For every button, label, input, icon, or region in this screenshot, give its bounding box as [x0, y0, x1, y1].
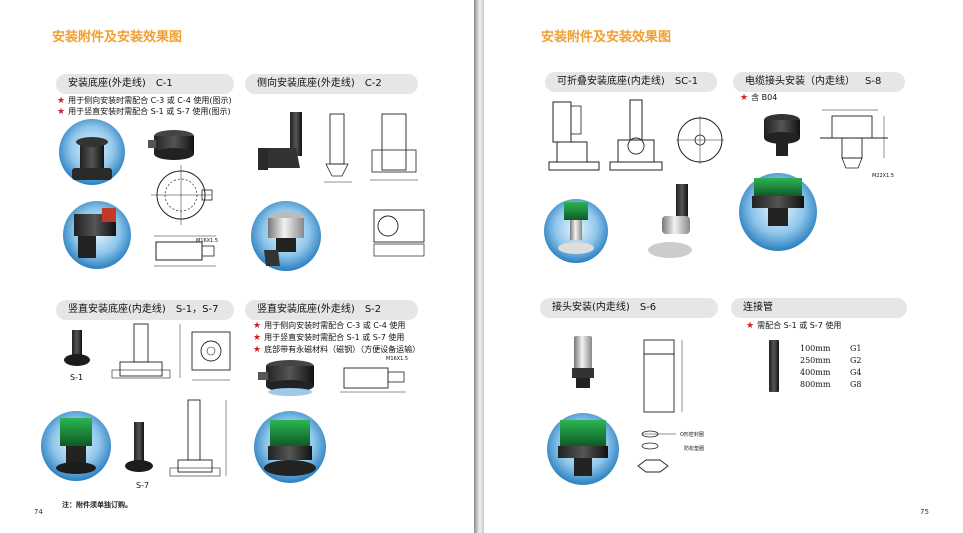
star-icon: ★	[253, 333, 262, 343]
section-code: S-8	[865, 76, 882, 87]
section-code: C-1	[155, 78, 173, 89]
note-s2-3: ★底部带有永磁材料（磁钢）（方便设备运输）	[253, 345, 421, 355]
star-icon: ★	[253, 345, 262, 355]
drawing-sc1-front	[609, 99, 663, 171]
label-s7: S-7	[136, 481, 150, 490]
section-title: 竖直安装底座(内走线)	[68, 304, 166, 315]
label-o-ring: O形密封圈	[680, 432, 704, 438]
section-title: 安装底座(外走线)	[68, 78, 146, 89]
section-header-tube: 连接管	[731, 298, 907, 318]
section-title: 接头安装(内走线)	[552, 302, 630, 313]
section-title: 竖直安装底座(外走线)	[257, 304, 355, 315]
star-icon: ★	[253, 321, 262, 331]
label-s1: S-1	[70, 373, 84, 382]
section-header-s8: 电缆接头安装（内走线） S-8	[733, 72, 905, 92]
dim-label: M22X1.5	[872, 173, 895, 179]
product-photo-s1-mounted	[41, 411, 111, 481]
section-title: 电缆接头安装（内走线）	[745, 76, 855, 87]
drawing-s6	[643, 339, 683, 413]
drawing-s6-seals	[637, 430, 676, 473]
section-code: SC-1	[674, 76, 699, 87]
drawing-s1	[111, 323, 181, 379]
section-code: S-2	[364, 304, 382, 315]
product-photo-s2	[258, 360, 314, 396]
star-icon: ★	[746, 321, 755, 331]
section-title: 连接管	[743, 302, 773, 313]
page-title: 安装附件及安装效果图	[541, 30, 672, 45]
product-photo-c2-bracket	[258, 112, 302, 170]
drawing-s1-plan	[191, 331, 231, 381]
drawing-c2-plan	[373, 209, 425, 257]
drawing-s2	[340, 367, 406, 393]
section-header-c1: 安装底座(外走线) C-1	[56, 74, 234, 94]
section-code: C-2	[364, 78, 382, 89]
star-icon: ★	[740, 93, 749, 103]
section-header-s2: 竖直安装底座(外走线) S-2	[245, 300, 418, 320]
left-page: 安装附件及安装效果图 安装底座(外走线) C-1 ★用于侧向安装时需配合 C-3 …	[0, 0, 474, 533]
note-s8: ★含 B04	[740, 93, 778, 103]
book-gutter	[474, 0, 484, 533]
product-photo-s8	[764, 114, 800, 156]
page-title: 安装附件及安装效果图	[52, 30, 183, 45]
product-photo-c2-mounted	[251, 201, 321, 271]
product-photo-sc1-folded	[648, 184, 692, 258]
page-number: 75	[920, 508, 929, 516]
drawing-sc1-plan	[676, 116, 724, 164]
drawing-c1-plan	[151, 165, 213, 225]
product-photo-s2-mounted	[254, 411, 326, 483]
drawing-c1-side	[154, 235, 216, 267]
note-c1-1: ★用于侧向安装时需配合 C-3 或 C-4 使用(图示)	[57, 96, 232, 106]
product-photo-sc1	[544, 199, 608, 263]
star-icon: ★	[57, 96, 66, 106]
label-lock-washer: 防松垫圈	[684, 446, 705, 452]
section-header-c2: 侧向安装底座(外走线) C-2	[245, 74, 418, 94]
product-photo-c1-base	[148, 130, 194, 160]
drawing-c2-side	[324, 113, 352, 183]
product-photo-c1-side	[63, 201, 131, 269]
section-code: S-6	[639, 302, 657, 313]
dim-label: M16X1.5	[196, 238, 219, 244]
product-photo-s7	[125, 422, 153, 472]
drawing-c2-front	[370, 113, 418, 181]
page-number: 74	[34, 508, 43, 516]
note-s2-1: ★用于侧向安装时需配合 C-3 或 C-4 使用	[253, 321, 406, 331]
section-header-s1-s7: 竖直安装底座(内走线) S-1，S-7	[56, 300, 234, 320]
product-photo-c1-top	[59, 119, 125, 185]
product-photo-s1	[64, 330, 90, 366]
section-header-sc1: 可折叠安装底座(内走线) SC-1	[545, 72, 717, 92]
section-code: S-1，S-7	[175, 304, 219, 315]
product-photo-s6	[572, 336, 594, 388]
star-icon: ★	[57, 107, 66, 117]
note-c1-2: ★用于竖直安装时需配合 S-1 或 S-7 使用(图示)	[57, 107, 231, 117]
section-title: 可折叠安装底座(内走线)	[557, 76, 665, 87]
dim-label: M16X1.5	[386, 356, 409, 362]
product-photo-s6-mounted	[547, 413, 619, 485]
drawing-sc1-side	[548, 101, 600, 171]
drawing-s8	[820, 109, 888, 169]
section-header-s6: 接头安装(内走线) S-6	[540, 298, 718, 318]
footnote: 注：附件须单独订购。	[62, 501, 132, 509]
note-tube: ★需配合 S-1 或 S-7 使用	[746, 321, 842, 331]
drawing-s7	[169, 399, 227, 477]
product-photo-s8-mounted	[739, 173, 817, 251]
product-photo-connecting-tube	[769, 340, 779, 392]
section-title: 侧向安装底座(外走线)	[257, 78, 355, 89]
note-s2-2: ★用于竖直安装时需配合 S-1 或 S-7 使用	[253, 333, 405, 343]
